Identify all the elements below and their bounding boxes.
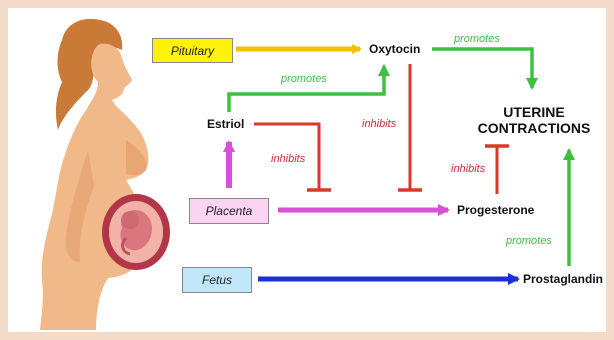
fetus-box: Fetus [182,267,252,293]
placenta-box: Placenta [189,198,269,224]
arrow-oxytocin-uterine [432,49,532,88]
prostaglandin-label: Prostaglandin [523,272,603,286]
inhibits-progesterone-label: inhibits [451,163,485,175]
inhibits-oxytocin-label: inhibits [362,118,396,130]
uterine-contractions-label: UTERINE CONTRACTIONS [466,104,602,136]
pregnant-woman-illustration [40,19,170,330]
uterine-line-2: CONTRACTIONS [466,120,602,136]
promotes-estriol-oxytocin-label: promotes [281,73,327,85]
estriol-label: Estriol [207,117,244,131]
uterine-line-1: UTERINE [466,104,602,120]
oxytocin-label: Oxytocin [369,42,420,56]
inhibits-estriol-label: inhibits [271,153,305,165]
progesterone-label: Progesterone [457,203,534,217]
promotes-oxytocin-uterine-label: promotes [454,33,500,45]
pituitary-box: Pituitary [152,38,233,63]
promotes-prostaglandin-uterine-label: promotes [506,235,552,247]
